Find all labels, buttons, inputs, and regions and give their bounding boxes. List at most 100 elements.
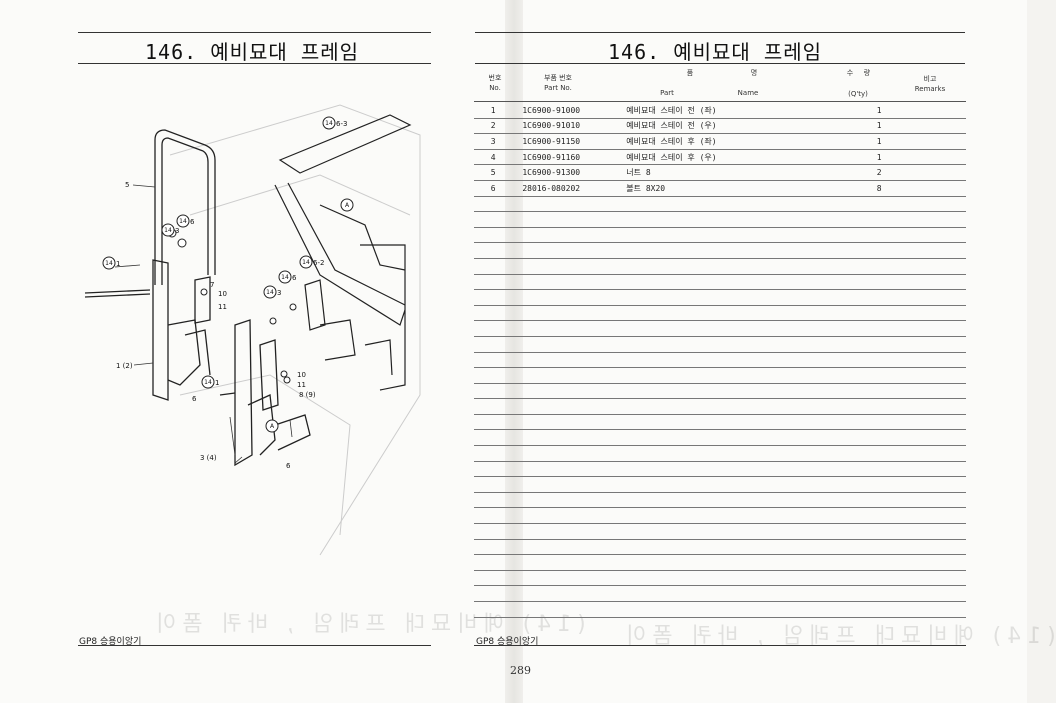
blank-cell	[474, 429, 513, 447]
cell-qty: 1	[845, 133, 913, 150]
cell-no: 6	[474, 180, 513, 197]
balloon-letter: A	[270, 423, 275, 430]
blank-cell	[512, 367, 621, 384]
blank-cell	[620, 305, 846, 322]
balloon-num: 14	[164, 227, 172, 234]
blank-row	[474, 242, 966, 259]
blank-cell	[512, 445, 621, 462]
blank-cell	[845, 305, 913, 322]
cell-no: 5	[474, 164, 513, 181]
blank-cell	[845, 274, 913, 291]
blank-row	[474, 492, 966, 509]
blank-cell	[845, 258, 913, 275]
callout-6-2: 6-2	[313, 259, 324, 267]
callout-3-4: 3 (4)	[200, 454, 217, 462]
callout-11: 11	[218, 303, 227, 311]
cell-remarks	[912, 180, 966, 197]
blank-cell	[474, 414, 513, 431]
blank-row	[474, 383, 966, 400]
blank-cell	[512, 336, 621, 353]
balloon-num: 14	[105, 260, 113, 267]
blank-cell	[474, 398, 513, 415]
blank-cell	[474, 196, 513, 213]
callout-6b: 6	[286, 462, 291, 470]
balloon-num: 14	[281, 274, 289, 281]
left-page-title: 146. 예비묘대 프레임	[145, 40, 360, 64]
blank-cell	[512, 398, 621, 415]
blank-cell	[912, 445, 966, 462]
table-header-rule	[474, 101, 966, 102]
blank-cell	[845, 523, 913, 540]
leader-lines	[114, 184, 293, 464]
parts-diagram: 14 14 14 14 14 14 14 14 A A 6-3 5 6 3 1 …	[84, 104, 421, 556]
blank-cell	[620, 429, 846, 447]
blank-cell	[512, 242, 621, 259]
header-name-ko-1: 품	[686, 69, 694, 77]
blank-cell	[512, 523, 621, 540]
blank-row	[474, 258, 966, 275]
cell-no: 4	[474, 149, 513, 166]
callout-14-1: 1	[116, 260, 120, 268]
blank-cell	[620, 196, 846, 213]
blank-cell	[512, 585, 621, 602]
blank-cell	[620, 492, 846, 509]
blank-cell	[845, 289, 913, 306]
cell-name: 예비묘대 스테이 후 (우)	[620, 149, 846, 166]
blank-row	[474, 585, 966, 602]
blank-cell	[912, 320, 966, 337]
blank-row	[474, 367, 966, 384]
blank-row	[474, 227, 966, 244]
blank-cell	[620, 289, 846, 306]
blank-cell	[512, 492, 621, 509]
blank-cell	[620, 274, 846, 291]
callout-10: 10	[218, 290, 227, 298]
blank-cell	[512, 570, 621, 587]
right-page-title: 146. 예비묘대 프레임	[608, 40, 823, 64]
blank-cell	[620, 507, 846, 525]
blank-row	[474, 211, 966, 228]
blank-cell	[512, 554, 621, 571]
balloon-num: 14	[302, 259, 310, 266]
callout-8-9: 8 (9)	[299, 391, 316, 399]
blank-row	[474, 429, 966, 447]
cell-part-no: 28016-080202	[512, 180, 621, 197]
cell-no: 1	[474, 103, 513, 119]
blank-cell	[912, 383, 966, 400]
callout-14-1b: 1	[215, 379, 219, 387]
left-page	[0, 0, 515, 703]
callout-6-3: 6-3	[336, 120, 347, 128]
blank-cell	[845, 585, 913, 602]
cell-remarks	[912, 118, 966, 135]
blank-cell	[474, 242, 513, 259]
blank-cell	[845, 336, 913, 353]
blank-cell	[512, 289, 621, 306]
blank-cell	[912, 352, 966, 369]
cell-qty: 1	[845, 103, 913, 119]
blank-cell	[512, 601, 621, 618]
cell-qty: 8	[845, 180, 913, 197]
cell-name: 예비묘대 스테이 전 (우)	[620, 118, 846, 135]
header-partno-en: Part No.	[544, 84, 572, 92]
blank-row	[474, 476, 966, 493]
right-footer-rule	[474, 645, 966, 646]
cell-part-no: 1C6900-91300	[512, 164, 621, 181]
blank-cell	[620, 523, 846, 540]
blank-row	[474, 507, 966, 525]
blank-cell	[912, 585, 966, 602]
blank-cell	[512, 476, 621, 493]
header-qty-ko-2: 량	[863, 69, 871, 77]
blank-cell	[845, 445, 913, 462]
cell-no: 3	[474, 133, 513, 150]
blank-cell	[474, 461, 513, 478]
blank-cell	[845, 211, 913, 228]
left-title-rule-bottom	[78, 63, 431, 64]
cell-name: 예비묘대 스테이 전 (좌)	[620, 103, 846, 119]
blank-row	[474, 461, 966, 478]
blank-row	[474, 398, 966, 415]
blank-cell	[474, 305, 513, 322]
blank-cell	[620, 383, 846, 400]
blank-cell	[512, 352, 621, 369]
